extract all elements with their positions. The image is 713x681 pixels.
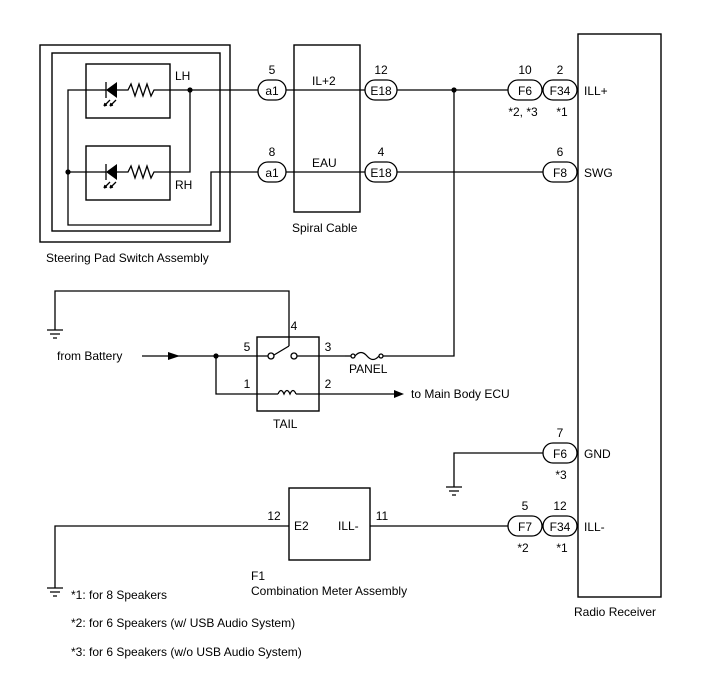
- pin-a1-bottom: 8: [269, 145, 276, 159]
- radio-receiver-box: [577, 33, 662, 598]
- legend-note-1: *1: for 8 Speakers: [71, 588, 167, 602]
- connector-f6-top: [507, 79, 543, 101]
- lh-switch-box: [85, 63, 171, 119]
- pin-a1-top: 5: [269, 63, 276, 77]
- wire-meter-ground: [54, 525, 289, 588]
- connector-e18-top-label: E18: [370, 84, 392, 98]
- wire-gnd: [453, 452, 543, 487]
- radio-swg-label: SWG: [584, 166, 613, 180]
- connector-f6-top-label: F6: [518, 84, 532, 98]
- pin-e18-top: 12: [374, 63, 388, 77]
- note-f7: *2: [517, 541, 529, 555]
- note-f6-top: *2, *3: [508, 105, 538, 119]
- relay-switch-contact: [216, 345, 345, 360]
- rh-label: RH: [175, 178, 192, 192]
- radio-ill-plus-label: ILL+: [584, 84, 608, 98]
- tail-relay-box: [256, 336, 320, 412]
- radio-receiver-label: Radio Receiver: [574, 605, 656, 619]
- meter-name-label: Combination Meter Assembly: [251, 584, 407, 598]
- rh-led-resistor: [101, 163, 170, 189]
- connector-f8: [542, 161, 578, 183]
- connector-f34-top: [542, 79, 578, 101]
- pin-e18-bottom: 4: [378, 145, 385, 159]
- connector-a1-top-label: a1: [265, 84, 279, 98]
- connector-a1-top: [257, 79, 287, 101]
- connector-f8-label: F8: [553, 166, 567, 180]
- pin-relay-1: 1: [244, 377, 251, 391]
- ground-icon-relay: [47, 329, 63, 339]
- pin-relay-2: 2: [325, 377, 332, 391]
- spiral-il2-label: IL+2: [312, 74, 336, 88]
- pin-f7: 5: [522, 499, 529, 513]
- combination-meter-box: [288, 487, 371, 561]
- radio-ill-minus-label: ILL-: [584, 520, 605, 534]
- pin-f6-top: 10: [518, 63, 532, 77]
- note-f34-top: *1: [556, 105, 568, 119]
- pin-relay-3: 3: [325, 340, 332, 354]
- tail-label: TAIL: [273, 417, 298, 431]
- connector-f34-top-label: F34: [550, 84, 571, 98]
- radio-gnd-label: GND: [584, 447, 611, 461]
- pin-meter-11: 11: [376, 509, 389, 523]
- connector-f7-label: F7: [518, 520, 532, 534]
- legend-note-2: *2: for 6 Speakers (w/ USB Audio System): [71, 616, 295, 630]
- meter-ill-minus-label: ILL-: [338, 519, 359, 533]
- battery-arrow-icon: [168, 352, 180, 360]
- ground-icon-meter: [47, 587, 63, 597]
- relay-coil: [215, 356, 404, 398]
- wire-lh-rh-link: [170, 90, 191, 173]
- meter-id-label: F1: [251, 569, 265, 583]
- pin-meter-12: 12: [267, 509, 281, 523]
- meter-e2-label: E2: [294, 519, 309, 533]
- wire-eau-loop: [67, 171, 258, 226]
- wire-relay-4-ground: [54, 290, 290, 346]
- wire-led-anodes: [67, 89, 101, 173]
- pin-f8: 6: [557, 145, 564, 159]
- to-main-body-ecu-label: to Main Body ECU: [411, 387, 510, 401]
- note-f34-bottom: *1: [556, 541, 568, 555]
- pin-relay-5: 5: [244, 340, 251, 354]
- note-f6-gnd: *3: [555, 468, 567, 482]
- connector-f34-bottom: [542, 515, 578, 537]
- legend-note-3: *3: for 6 Speakers (w/o USB Audio System…: [71, 645, 302, 659]
- pin-relay-4: 4: [291, 319, 298, 333]
- spiral-cable-label: Spiral Cable: [292, 221, 358, 235]
- connector-f34-bottom-label: F34: [550, 520, 571, 534]
- panel-label: PANEL: [349, 362, 388, 376]
- lh-label: LH: [175, 69, 190, 83]
- from-battery-label: from Battery: [57, 349, 122, 363]
- connector-a1-bottom-label: a1: [265, 166, 279, 180]
- connector-f6-gnd-label: F6: [553, 447, 567, 461]
- pin-f34-bottom: 12: [553, 499, 567, 513]
- pin-f6-gnd: 7: [557, 426, 564, 440]
- spiral-eau-label: EAU: [312, 156, 337, 170]
- connector-a1-bottom: [257, 161, 287, 183]
- rh-switch-box: [85, 145, 171, 201]
- spiral-cable-box: [293, 44, 361, 213]
- ground-icon-radio: [446, 486, 462, 496]
- steering-assembly-label: Steering Pad Switch Assembly: [46, 251, 209, 265]
- lh-led-resistor: [101, 81, 170, 107]
- pin-f34-top: 2: [557, 63, 564, 77]
- connector-e18-bottom-label: E18: [370, 166, 392, 180]
- panel-fuse: [345, 90, 455, 361]
